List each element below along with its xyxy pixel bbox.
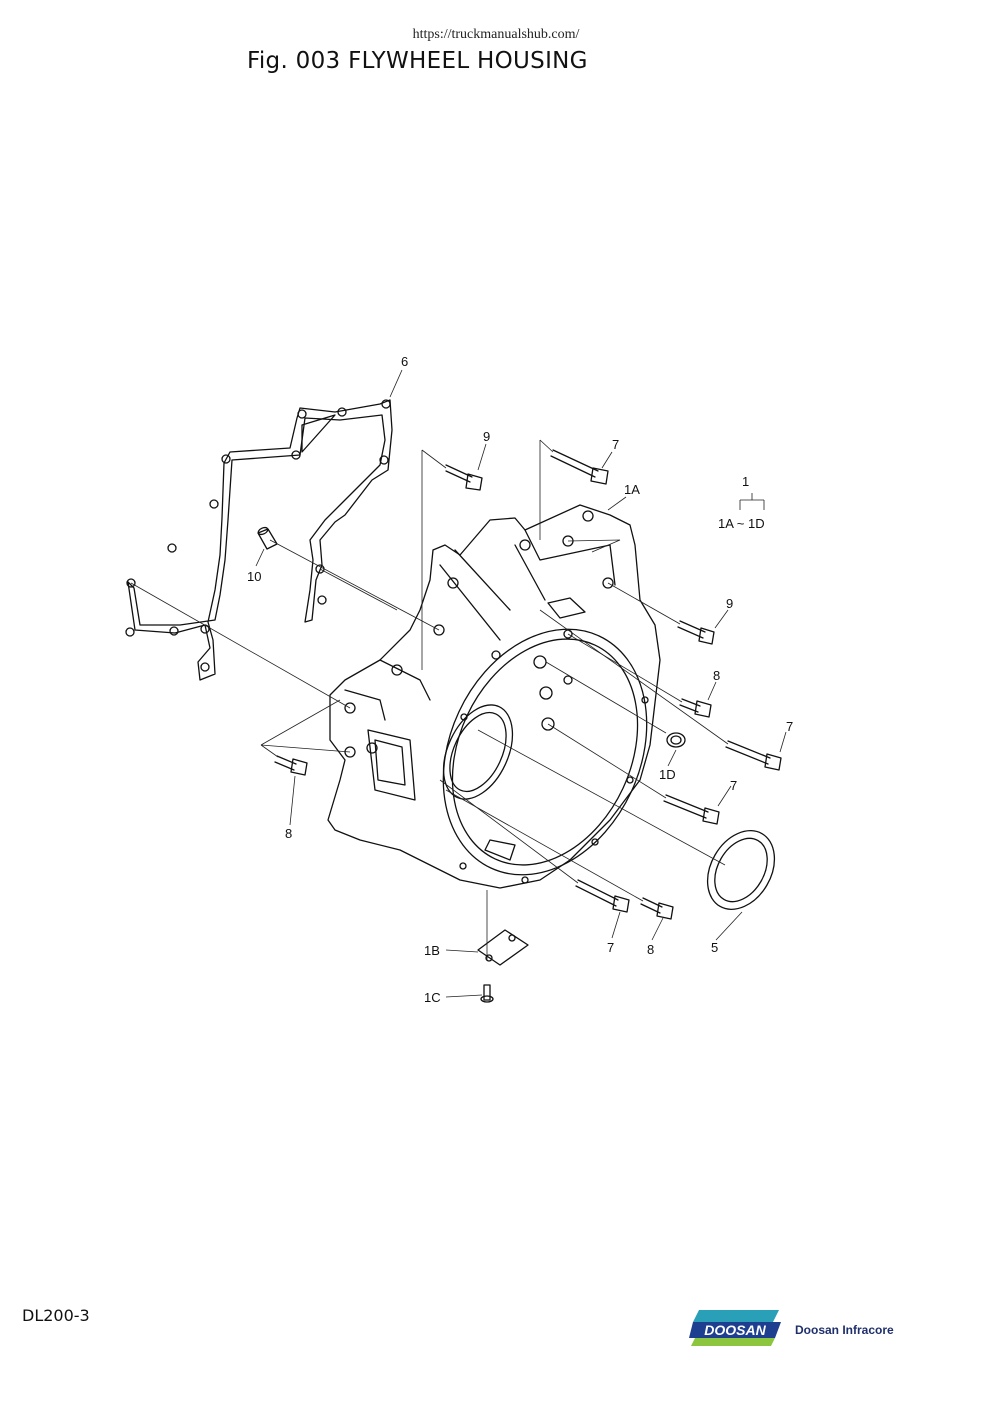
company-name: Doosan Infracore [795, 1323, 894, 1337]
label-part-9-top: 9 [483, 429, 490, 444]
dowel-pin-part-10 [257, 526, 278, 550]
label-part-1A-1D: 1A ~ 1D [718, 516, 765, 531]
bolt-part-8-left [274, 755, 308, 776]
bolt-part-9-right [677, 620, 715, 645]
label-part-7-mid: 7 [730, 778, 737, 793]
label-part-8-right: 8 [713, 668, 720, 683]
bolt-part-7-bottom [575, 879, 630, 913]
bolt-part-8-right [679, 698, 712, 718]
doosan-logo: DOOSAN [689, 1310, 781, 1346]
label-part-1D: 1D [659, 767, 676, 782]
label-part-1B: 1B [424, 943, 440, 958]
cover-part-1B [477, 929, 529, 966]
flywheel-housing-part-1A [327, 504, 661, 889]
gasket-part-6 [125, 399, 393, 681]
figure-title: Fig. 003 FLYWHEEL HOUSING [247, 48, 588, 74]
logo-text: DOOSAN [704, 1322, 766, 1338]
label-part-7-bottom: 7 [607, 940, 614, 955]
label-part-8-bottom: 8 [647, 942, 654, 957]
label-part-7-top: 7 [612, 437, 619, 452]
bolt-part-9-top [445, 464, 483, 491]
label-part-9-right: 9 [726, 596, 733, 611]
label-part-1A: 1A [624, 482, 640, 497]
bolt-part-7-right [725, 740, 782, 771]
label-part-1: 1 [742, 474, 749, 489]
oil-seal-part-5 [706, 830, 776, 910]
label-part-8-left: 8 [285, 826, 292, 841]
bolt-part-7-mid [663, 794, 720, 825]
label-part-1C: 1C [424, 990, 441, 1005]
plug-part-1D [666, 732, 686, 748]
label-part-5: 5 [711, 940, 718, 955]
part-labels: 6 9 7 1A 1 1A ~ 1D 10 9 8 7 1D 7 8 5 7 8… [247, 354, 793, 1005]
label-part-6: 6 [401, 354, 408, 369]
label-part-10: 10 [247, 569, 261, 584]
screw-part-1C [480, 984, 494, 1003]
bolt-part-7-top [550, 449, 609, 485]
model-code: DL200-3 [22, 1306, 90, 1325]
bolt-part-8-bottom [640, 897, 674, 920]
guide-lines [130, 369, 787, 998]
label-part-7-right: 7 [786, 719, 793, 734]
source-url[interactable]: https://truckmanualshub.com/ [412, 27, 580, 42]
